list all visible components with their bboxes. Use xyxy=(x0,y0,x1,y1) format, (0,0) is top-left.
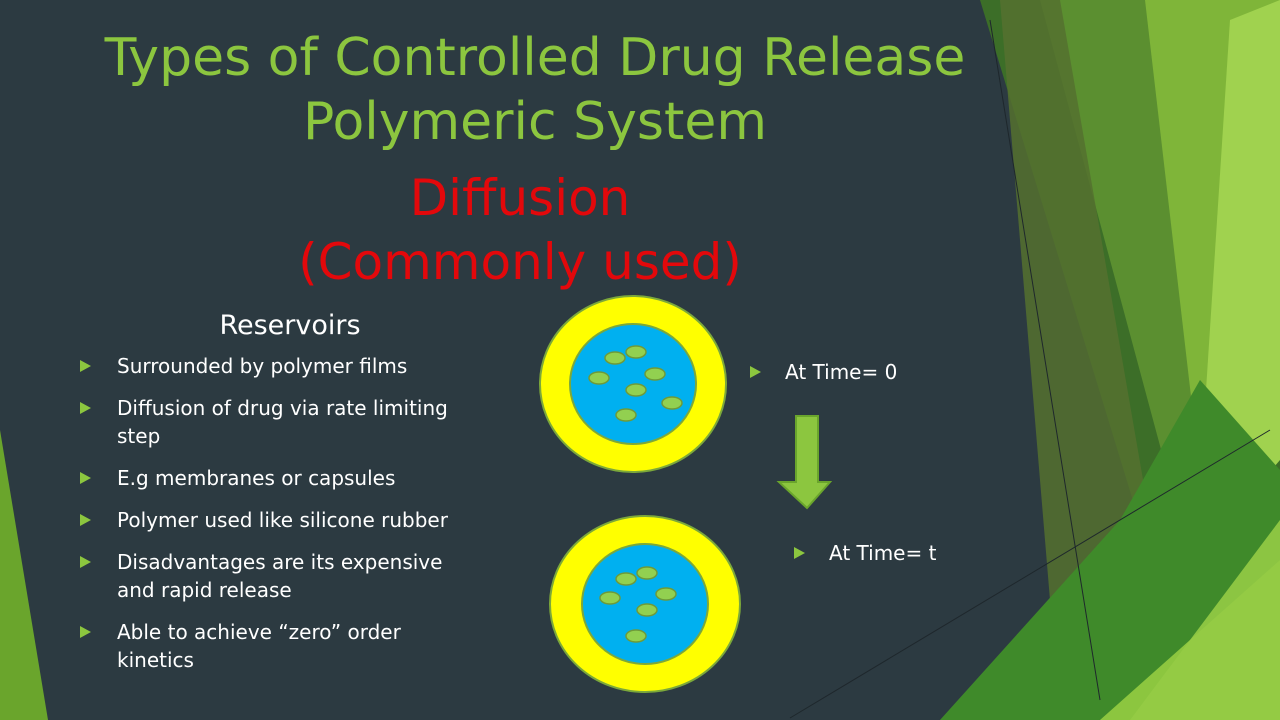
slide-title-line-1: Types of Controlled Drug Release xyxy=(104,28,966,88)
label-time-t-text: At Time= t xyxy=(829,541,937,565)
bullet-text: E.g membranes or capsules xyxy=(117,466,396,490)
reservoir-time-t xyxy=(549,515,741,693)
label-time-t: At Time= t xyxy=(794,539,936,567)
slide-title-line-2: Polymeric System xyxy=(302,92,768,152)
slide-title: Types of Controlled Drug Release Polymer… xyxy=(40,26,1030,154)
arrow-down-icon xyxy=(776,415,833,510)
bullet-item: Polymer used like silicone rubber xyxy=(80,506,500,534)
bullet-arrow-icon xyxy=(794,547,805,559)
reservoir-time-zero xyxy=(539,295,727,473)
slide-subtitle-line-2: (Commonly used) xyxy=(298,233,742,291)
drug-particles xyxy=(599,566,677,643)
bullet-arrow-icon xyxy=(80,402,91,414)
bullet-arrow-icon xyxy=(80,472,91,484)
bg-thin-line-1 xyxy=(989,19,1101,701)
bullet-arrow-icon xyxy=(80,360,91,372)
slide-subtitle-line-1: Diffusion xyxy=(409,169,631,227)
label-time-zero-text: At Time= 0 xyxy=(785,360,898,384)
section-heading: Reservoirs xyxy=(219,310,361,341)
drug-particles xyxy=(588,345,683,422)
bullet-text: Polymer used like silicone rubber xyxy=(117,508,448,532)
label-time-zero: At Time= 0 xyxy=(750,358,897,386)
bullet-text: Surrounded by polymer films xyxy=(117,354,408,378)
bullet-arrow-icon xyxy=(80,556,91,568)
bullet-arrow-icon xyxy=(80,514,91,526)
bullet-arrow-icon xyxy=(750,366,761,378)
bg-thin-line-2 xyxy=(789,429,1271,719)
bullet-arrow-icon xyxy=(80,626,91,638)
bullet-list: Surrounded by polymer films Diffusion of… xyxy=(80,352,500,688)
slide-subtitle: Diffusion (Commonly used) xyxy=(100,166,940,294)
bg-shape-left xyxy=(0,430,48,720)
bullet-item: E.g membranes or capsules xyxy=(80,464,500,492)
bg-shape-bottom-pale xyxy=(1130,520,1280,720)
bullet-item: Surrounded by polymer films xyxy=(80,352,500,380)
